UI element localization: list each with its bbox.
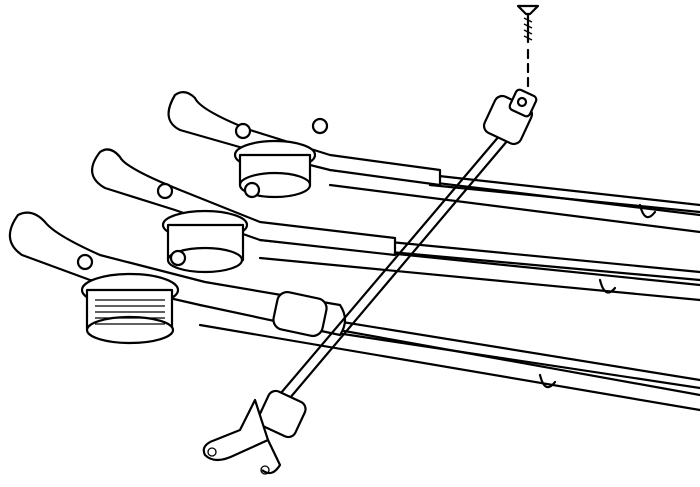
holder-bar bbox=[202, 88, 538, 475]
screw-icon bbox=[516, 4, 540, 88]
fishing-rod-3 bbox=[8, 211, 700, 412]
fishing-rod-2 bbox=[91, 148, 700, 302]
